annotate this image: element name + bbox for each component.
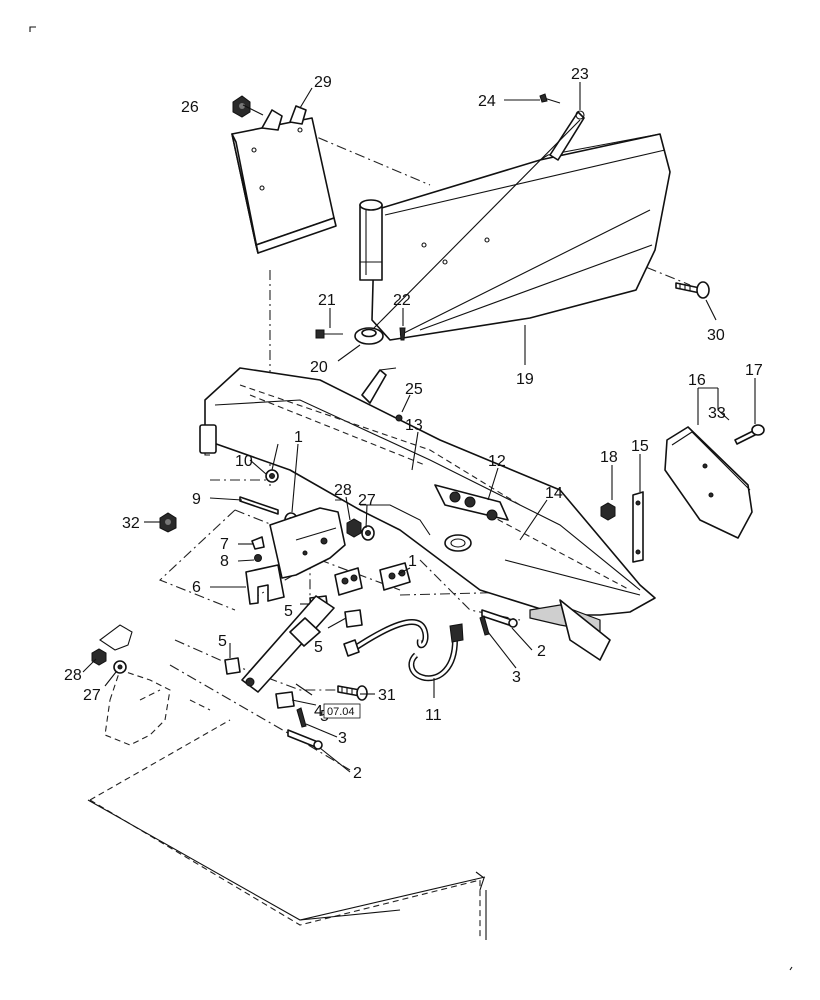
part-6-latch-plate xyxy=(245,564,285,605)
part-31-bolt xyxy=(337,685,368,701)
part-29-plate xyxy=(231,105,337,254)
callout-6: 6 xyxy=(192,579,201,596)
latch-bracket xyxy=(269,507,346,579)
callout-12: 12 xyxy=(488,453,506,470)
part-21-bolt xyxy=(315,329,343,339)
part-9-pin xyxy=(239,496,279,515)
callout-16: 16 xyxy=(688,372,706,389)
callout-15: 15 xyxy=(631,438,649,455)
part-24-bolt xyxy=(539,93,561,104)
frame-bolts xyxy=(475,871,793,971)
part-7-clip xyxy=(251,536,265,550)
callout-24: 24 xyxy=(478,93,496,110)
callout-21: 21 xyxy=(318,292,336,309)
callout-9: 9 xyxy=(192,491,201,508)
part-27-washer-lower xyxy=(113,660,127,674)
callout-1-upper: 1 xyxy=(294,429,303,446)
callout-1-lower: 1 xyxy=(408,553,417,570)
part-26-nut xyxy=(232,95,251,118)
part-33-plate xyxy=(664,426,753,539)
callout-numbers: 26 29 24 23 30 19 21 22 20 25 13 12 14 1… xyxy=(64,66,763,782)
part-2-pin-lower xyxy=(287,729,323,750)
callout-2-lower: 2 xyxy=(353,765,362,782)
callout-5-c: 5 xyxy=(218,633,227,650)
actuator-link xyxy=(241,595,335,693)
part-25-hook xyxy=(361,367,403,422)
part-8-bolt xyxy=(254,554,262,562)
callout-32: 32 xyxy=(122,515,140,532)
callout-25: 25 xyxy=(405,381,423,398)
callout-30: 30 xyxy=(707,327,725,344)
part-17-bolt xyxy=(734,424,765,445)
callout-13: 13 xyxy=(405,417,423,434)
callout-8: 8 xyxy=(220,553,229,570)
part-15-bracket xyxy=(632,491,644,563)
callout-2-upper: 2 xyxy=(537,643,546,660)
part-28-nut-lower xyxy=(91,648,107,666)
corner-mark xyxy=(29,26,36,32)
callout-20: 20 xyxy=(310,359,328,376)
part-32-nut xyxy=(159,512,177,533)
callout-19: 19 xyxy=(516,371,534,388)
part-12-spring-assembly xyxy=(434,484,509,552)
callout-18: 18 xyxy=(600,449,618,466)
part-19-chute xyxy=(371,133,671,341)
callout-14: 14 xyxy=(545,485,563,502)
callout-28-upper: 28 xyxy=(334,482,352,499)
revision-label: 07.04 xyxy=(327,706,355,718)
part-13-main-beam xyxy=(199,367,656,661)
callout-22: 22 xyxy=(393,292,411,309)
callout-4: 4 xyxy=(314,703,323,720)
callout-27-lower: 27 xyxy=(83,687,101,704)
callout-5-b: 5 xyxy=(314,639,323,656)
part-3-cotter-upper xyxy=(479,615,490,636)
revision-box xyxy=(323,703,361,719)
callout-33: 33 xyxy=(708,405,726,422)
callout-27-upper: 27 xyxy=(358,492,376,509)
part-20-bushing xyxy=(354,327,384,345)
callout-26: 26 xyxy=(181,99,199,116)
lower-left-mount xyxy=(99,624,211,746)
callout-23: 23 xyxy=(571,66,589,83)
callout-3-lower: 3 xyxy=(338,730,347,747)
callout-28-lower: 28 xyxy=(64,667,82,684)
callout-17: 17 xyxy=(745,362,763,379)
part-2-pin-upper xyxy=(481,609,518,628)
frame-outline xyxy=(87,799,486,921)
part-3-cotter-lower xyxy=(296,707,307,728)
callout-29: 29 xyxy=(314,74,332,91)
leader-lines xyxy=(82,82,756,773)
pivot-tube xyxy=(359,199,383,281)
callout-11: 11 xyxy=(425,707,442,724)
callout-7: 7 xyxy=(220,536,229,553)
link-plates xyxy=(334,562,411,596)
part-23-bracket xyxy=(371,110,585,331)
part-10-ring-pin xyxy=(265,469,279,483)
part-28-nut-upper xyxy=(346,518,362,538)
callout-31: 31 xyxy=(378,687,396,704)
part-22-pin xyxy=(399,327,406,341)
part-30-bolt xyxy=(675,281,710,299)
part-11-hoses xyxy=(343,619,464,682)
callout-3-upper: 3 xyxy=(512,669,521,686)
callout-10: 10 xyxy=(235,453,253,470)
callout-5-a: 5 xyxy=(284,603,293,620)
part-18-nut xyxy=(600,502,616,521)
